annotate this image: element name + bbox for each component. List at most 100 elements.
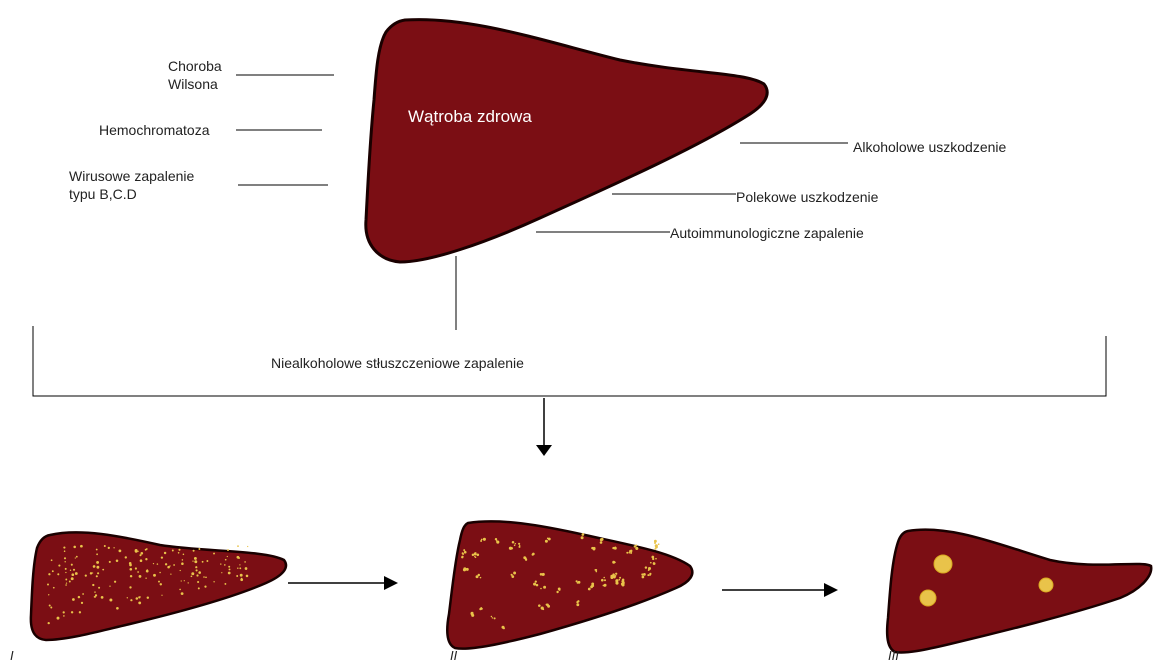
- fat-dot: [85, 575, 87, 577]
- fat-dot: [645, 566, 647, 568]
- fat-dot: [75, 572, 78, 575]
- fat-dot: [535, 580, 537, 582]
- fat-dot: [181, 580, 182, 581]
- fat-dot: [540, 588, 542, 590]
- fat-dot: [626, 552, 628, 554]
- fat-dot: [246, 575, 249, 578]
- fat-dot: [538, 604, 541, 607]
- fat-dot: [127, 597, 128, 598]
- fat-dot: [628, 552, 630, 554]
- fat-dot: [125, 556, 127, 558]
- arrow-stage-1-to-2-head: [384, 576, 398, 590]
- fat-dot: [503, 627, 505, 629]
- fat-dot: [643, 573, 646, 576]
- down-arrow-head: [536, 445, 552, 456]
- liver-stage-1: [31, 532, 286, 640]
- fat-dot: [96, 561, 99, 564]
- fat-dot: [581, 536, 584, 539]
- fat-dot: [509, 547, 512, 550]
- fat-dot: [129, 568, 132, 571]
- fat-dot: [113, 547, 114, 548]
- fat-dot: [491, 616, 492, 617]
- fat-dot: [655, 558, 657, 560]
- fat-dot: [224, 583, 226, 585]
- fat-dot: [130, 575, 132, 577]
- fat-dot: [80, 545, 83, 548]
- fat-dot: [48, 622, 50, 624]
- fat-dot: [237, 556, 240, 559]
- fat-dot: [630, 552, 632, 554]
- fat-dot: [145, 549, 147, 551]
- fat-dot: [576, 603, 579, 606]
- fat-dot: [196, 569, 198, 571]
- fat-dot: [221, 572, 222, 573]
- fat-dot: [593, 548, 596, 551]
- fat-dot: [51, 559, 53, 561]
- fat-dot: [229, 568, 231, 570]
- fat-dot: [69, 581, 71, 583]
- fat-dot: [147, 596, 149, 598]
- fat-dot: [178, 549, 180, 551]
- fat-dot: [64, 561, 65, 562]
- fat-dot: [173, 564, 175, 566]
- fat-dot: [64, 557, 66, 559]
- fat-dot: [116, 560, 119, 563]
- fat-dot: [129, 564, 132, 567]
- fat-dot: [518, 543, 520, 545]
- fat-dot: [96, 553, 98, 555]
- fat-dot: [116, 607, 119, 610]
- fat-dot: [475, 557, 476, 558]
- fat-dot: [179, 589, 181, 591]
- fat-dot: [634, 545, 636, 547]
- fat-dot: [492, 617, 493, 618]
- fat-dot: [533, 583, 536, 586]
- fat-dot: [165, 563, 167, 565]
- fat-dot: [172, 550, 174, 552]
- fat-dot: [182, 559, 184, 561]
- fat-dot: [93, 566, 95, 568]
- fat-dot: [72, 598, 75, 601]
- fat-dot: [94, 591, 95, 592]
- fat-dot: [48, 594, 49, 595]
- fat-dot: [194, 557, 197, 560]
- cause-label-wilson: Choroba Wilsona: [168, 57, 222, 93]
- fat-dot: [63, 615, 65, 617]
- fat-dot: [180, 570, 181, 571]
- fat-dot: [244, 561, 246, 563]
- fat-dot: [532, 553, 535, 556]
- fat-dot: [205, 576, 207, 578]
- fat-dot: [96, 575, 98, 577]
- fat-dot: [650, 562, 652, 564]
- fat-dot: [576, 580, 578, 582]
- fat-dot: [191, 575, 193, 577]
- fat-dot: [161, 595, 162, 596]
- healthy-liver-title: Wątroba zdrowa: [408, 107, 532, 127]
- cause-label-drug-induced: Polekowe uszkodzenie: [736, 188, 878, 206]
- fat-dot: [202, 561, 204, 563]
- stage-label-2: II: [450, 648, 457, 663]
- fat-dot: [577, 600, 579, 602]
- fat-dot: [582, 533, 585, 536]
- fat-dot: [96, 566, 99, 569]
- stage-label-1: I: [10, 648, 14, 663]
- fat-dot: [225, 559, 227, 561]
- fat-dot: [237, 545, 239, 547]
- fat-dot: [629, 550, 631, 552]
- fat-dot: [145, 558, 147, 560]
- fat-dot: [109, 599, 112, 602]
- fat-dot: [193, 550, 195, 552]
- fat-dot: [108, 547, 110, 549]
- fat-dot: [511, 575, 514, 578]
- fat-dot: [236, 575, 238, 577]
- fat-dot: [82, 593, 84, 595]
- fat-dot: [220, 563, 221, 564]
- fat-dot: [161, 556, 163, 558]
- fat-dot: [515, 543, 516, 544]
- fat-dot: [241, 578, 243, 580]
- fat-dot: [635, 547, 638, 550]
- fat-dot: [237, 567, 238, 568]
- fat-dot: [619, 577, 621, 579]
- fat-dot: [49, 604, 51, 606]
- fat-dot: [70, 570, 71, 571]
